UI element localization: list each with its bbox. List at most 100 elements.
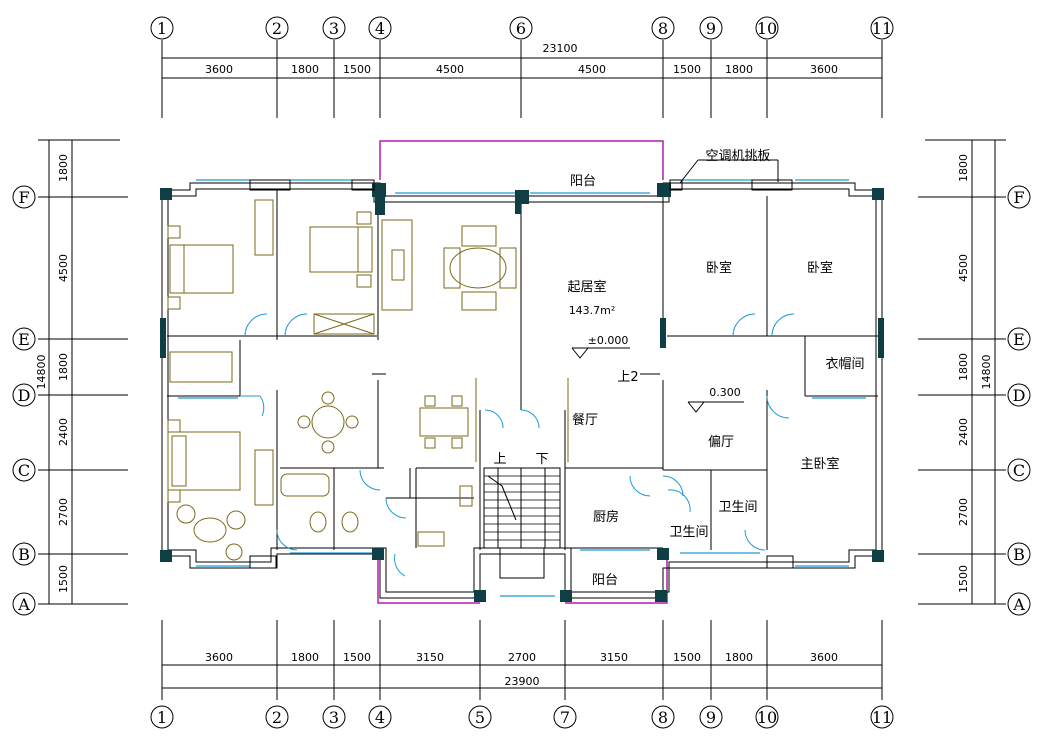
pillars bbox=[160, 183, 884, 602]
level-triangle-icon bbox=[571, 347, 590, 359]
svg-text:11: 11 bbox=[872, 19, 892, 38]
axis-marker: C bbox=[12, 458, 36, 482]
axis-marker: 10 bbox=[755, 705, 779, 729]
label-cloakroom: 衣帽间 bbox=[825, 356, 864, 372]
axis-marker: 7 bbox=[553, 705, 577, 729]
dim-right-total: 14800 bbox=[980, 355, 993, 390]
wardrobe-cross-icon bbox=[313, 313, 375, 335]
svg-text:1: 1 bbox=[157, 19, 167, 38]
doors bbox=[200, 313, 795, 577]
label-balcony-top: 阳台 bbox=[570, 174, 596, 189]
dim-right-2: 4500 bbox=[957, 254, 970, 282]
svg-text:6: 6 bbox=[516, 19, 526, 38]
axis-marker: 8 bbox=[651, 705, 675, 729]
axis-marker: 3 bbox=[322, 16, 346, 40]
dim-top-5: 4500 bbox=[578, 63, 606, 76]
dim-top-total: 23100 bbox=[543, 42, 578, 55]
right-axis-markers: F E D C B A bbox=[1007, 185, 1031, 616]
label-stair-up: 上 bbox=[493, 452, 506, 467]
armchair-icon bbox=[254, 449, 274, 506]
wardrobe-icon bbox=[313, 313, 375, 335]
label-living-area: 143.7m² bbox=[569, 304, 616, 317]
dim-bottom-2: 1800 bbox=[291, 651, 319, 664]
axis-marker: 3 bbox=[322, 705, 346, 729]
balconies bbox=[377, 140, 668, 604]
dim-left-4: 2400 bbox=[57, 418, 70, 446]
dim-top-2: 1800 bbox=[291, 63, 319, 76]
svg-text:11: 11 bbox=[872, 708, 892, 727]
axis-marker: 4 bbox=[368, 16, 392, 40]
label-up-2: 上2 bbox=[617, 370, 638, 385]
dim-right-1: 1800 bbox=[957, 154, 970, 182]
windows bbox=[178, 179, 866, 597]
staircase bbox=[483, 467, 561, 579]
walls bbox=[161, 182, 883, 599]
bottom-dimensions: 3600 1800 1500 3150 2700 3150 1500 1800 … bbox=[161, 620, 883, 700]
bottom-right-balcony-rail bbox=[565, 554, 668, 604]
dim-bottom-total: 23900 bbox=[505, 675, 540, 688]
svg-text:F: F bbox=[18, 188, 29, 207]
level-triangle-icon bbox=[687, 401, 706, 413]
svg-text:C: C bbox=[18, 461, 30, 480]
svg-text:9: 9 bbox=[706, 19, 716, 38]
bed-icon bbox=[167, 419, 241, 503]
room-labels: 阳台 空调机挑板 起居室 143.7m² ±0.000 卧室 卧室 衣帽间 0.… bbox=[493, 149, 864, 588]
dim-bottom-6: 3150 bbox=[600, 651, 628, 664]
axis-marker: 4 bbox=[368, 705, 392, 729]
dim-right-6: 1500 bbox=[957, 565, 970, 593]
label-bedroom-1: 卧室 bbox=[706, 260, 732, 276]
armchair-icon bbox=[254, 199, 274, 256]
axis-marker: A bbox=[1007, 592, 1031, 616]
dim-top-3: 1500 bbox=[343, 63, 371, 76]
dim-left-total: 14800 bbox=[35, 355, 48, 390]
left-axis-markers: F E D C B A bbox=[12, 185, 36, 616]
axis-marker: F bbox=[1007, 185, 1031, 209]
dim-left-3: 1800 bbox=[57, 353, 70, 381]
svg-text:A: A bbox=[1012, 595, 1025, 614]
left-dimensions: 1800 4500 1800 2400 2700 1500 14800 bbox=[35, 139, 128, 605]
axis-marker: C bbox=[1007, 458, 1031, 482]
label-bedroom-2: 卧室 bbox=[807, 260, 833, 276]
axis-marker: 2 bbox=[265, 16, 289, 40]
dim-left-6: 1500 bbox=[57, 565, 70, 593]
ac-panel-leader bbox=[679, 159, 779, 184]
dim-bottom-1: 3600 bbox=[205, 651, 233, 664]
label-stair-down: 下 bbox=[535, 452, 548, 467]
svg-text:B: B bbox=[1013, 545, 1025, 564]
svg-text:2: 2 bbox=[272, 19, 282, 38]
svg-text:E: E bbox=[1013, 330, 1025, 349]
svg-text:C: C bbox=[1013, 461, 1025, 480]
sofa-set-icon bbox=[443, 225, 517, 311]
axis-marker: 9 bbox=[699, 16, 723, 40]
axis-marker: D bbox=[12, 383, 36, 407]
axis-marker: 11 bbox=[870, 705, 894, 729]
label-bathroom-2: 卫生间 bbox=[718, 500, 757, 515]
axis-marker: 6 bbox=[509, 16, 533, 40]
svg-text:F: F bbox=[1013, 188, 1024, 207]
label-living-room: 起居室 bbox=[567, 279, 606, 295]
svg-text:3: 3 bbox=[329, 19, 339, 38]
top-dimensions: 23100 3600 1800 1500 4500 4500 1500 1800… bbox=[161, 40, 883, 118]
dim-left-5: 2700 bbox=[57, 498, 70, 526]
label-level-living: ±0.000 bbox=[588, 334, 629, 347]
axis-marker: 11 bbox=[870, 16, 894, 40]
dim-top-1: 3600 bbox=[205, 63, 233, 76]
dim-bottom-4: 3150 bbox=[416, 651, 444, 664]
dim-top-7: 1800 bbox=[725, 63, 753, 76]
dining-table-icon bbox=[419, 395, 469, 449]
svg-text:3: 3 bbox=[329, 708, 339, 727]
top-balcony-rail bbox=[379, 140, 664, 180]
dim-left-1: 1800 bbox=[57, 154, 70, 182]
svg-text:D: D bbox=[1013, 386, 1026, 405]
svg-text:1: 1 bbox=[157, 708, 167, 727]
dim-left-2: 4500 bbox=[57, 254, 70, 282]
dim-right-5: 2700 bbox=[957, 498, 970, 526]
axis-marker: 9 bbox=[699, 705, 723, 729]
axis-marker: B bbox=[12, 542, 36, 566]
svg-text:8: 8 bbox=[658, 708, 668, 727]
bathtub-icon bbox=[280, 473, 330, 497]
label-bathroom-1: 卫生间 bbox=[669, 525, 708, 540]
right-dimensions: 1800 4500 1800 2400 2700 1500 14800 bbox=[918, 139, 1006, 605]
level-markers bbox=[372, 347, 744, 413]
